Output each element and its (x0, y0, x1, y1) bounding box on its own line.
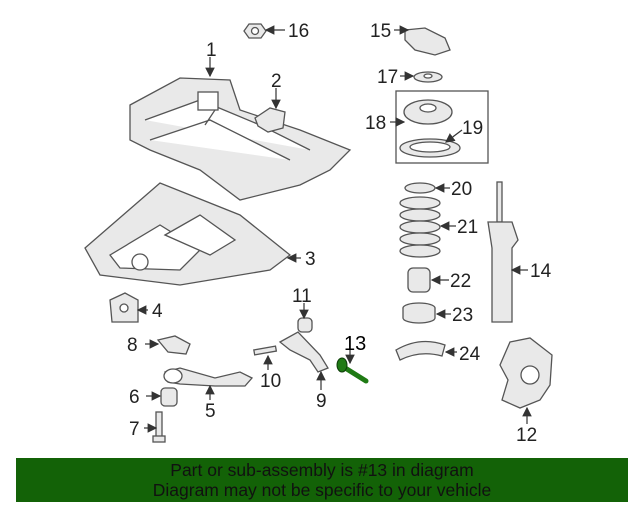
callout-19[interactable]: 19 (462, 118, 483, 139)
part-4-mount[interactable] (109, 292, 139, 323)
banner-line-disclaimer: Diagram may not be specific to your vehi… (152, 480, 492, 500)
callout-arrows (136, 25, 532, 433)
part-6-bushing[interactable] (160, 387, 178, 407)
part-1-subframe[interactable] (129, 77, 352, 201)
part-22-bump-stop[interactable] (407, 267, 431, 293)
info-banner: Part or sub-assembly is #13 in diagram D… (16, 458, 628, 502)
part-10-bolt[interactable] (253, 345, 278, 356)
banner-line-part: Part or sub-assembly is #13 in diagram (170, 460, 474, 480)
parts-diagram: 1 2 3 4 5 6 7 8 9 10 11 12 13 14 15 16 1… (84, 21, 553, 446)
callout-8[interactable]: 8 (127, 335, 138, 356)
callout-6[interactable]: 6 (129, 387, 140, 408)
callout-13[interactable]: 13 (344, 333, 366, 355)
callout-4[interactable]: 4 (152, 301, 163, 322)
part-16-nut[interactable] (243, 23, 267, 39)
part-17-washer[interactable] (413, 71, 443, 83)
part-21-coil-spring[interactable] (399, 196, 441, 258)
part-12-knuckle[interactable] (499, 337, 553, 409)
callout-1[interactable]: 1 (206, 40, 217, 61)
part-7-bolt[interactable] (152, 411, 166, 443)
part-2-bracket[interactable] (254, 107, 286, 133)
part-3-shield[interactable] (84, 182, 292, 286)
part-24-boot[interactable] (395, 340, 446, 361)
part-23-spring-pad[interactable] (402, 302, 436, 324)
callout-16[interactable]: 16 (288, 21, 309, 42)
part-14-strut[interactable] (487, 181, 519, 323)
callout-22[interactable]: 22 (450, 271, 471, 292)
part-15-strut-mount[interactable] (404, 27, 451, 56)
callout-9[interactable]: 9 (316, 391, 327, 412)
callout-14[interactable]: 14 (530, 261, 552, 282)
callout-20[interactable]: 20 (451, 179, 472, 200)
callout-15[interactable]: 15 (370, 21, 391, 42)
callout-18[interactable]: 18 (365, 113, 386, 134)
part-9-link[interactable] (278, 331, 329, 373)
callout-11[interactable]: 11 (292, 286, 312, 307)
callout-10[interactable]: 10 (260, 371, 281, 392)
callout-24[interactable]: 24 (459, 344, 481, 365)
part-5-control-arm[interactable] (163, 367, 254, 387)
part-19-bearing[interactable] (399, 138, 461, 158)
callout-7[interactable]: 7 (129, 419, 140, 440)
callout-23[interactable]: 23 (452, 305, 473, 326)
part-8-clip[interactable] (156, 335, 191, 355)
callout-3[interactable]: 3 (305, 249, 316, 270)
part-13-bolt[interactable] (336, 357, 369, 384)
callout-12[interactable]: 12 (516, 425, 537, 446)
part-20-seat[interactable] (404, 182, 436, 194)
part-11-bushing[interactable] (297, 317, 313, 333)
callout-21[interactable]: 21 (457, 217, 478, 238)
callout-17[interactable]: 17 (377, 67, 398, 88)
callout-2[interactable]: 2 (271, 71, 282, 92)
callout-5[interactable]: 5 (205, 401, 216, 422)
